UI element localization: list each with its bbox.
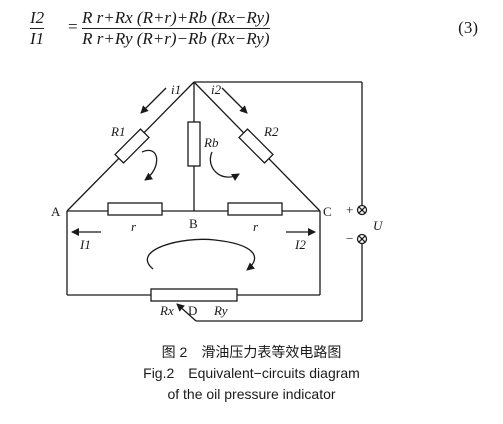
equation-number: (3) bbox=[458, 18, 478, 37]
source-u-label: U bbox=[373, 218, 384, 233]
arrow-i1 bbox=[140, 87, 167, 114]
rhs-denominator: R r+Ry (R+r)−Rb (Rx−Ry) bbox=[82, 29, 270, 48]
loop-arrow-left-icon bbox=[141, 149, 158, 181]
node-c-label: C bbox=[323, 204, 332, 219]
lhs-denominator: I1 bbox=[30, 29, 45, 48]
equation-3: I2 I1 = R r+Rx (R+r)+Rb (Rx−Ry) R r+Ry (… bbox=[30, 8, 490, 48]
caption-chinese: 图 2 滑油压力表等效电路图 bbox=[161, 344, 342, 360]
arrow-i2 bbox=[221, 87, 248, 114]
loop-arrow-right-icon bbox=[209, 151, 240, 181]
node-b-label: B bbox=[189, 216, 198, 231]
fraction-bar bbox=[30, 28, 45, 29]
source-minus-label: − bbox=[346, 231, 353, 246]
figure-caption: 图 2 滑油压力表等效电路图 Fig.2 Equivalent−circuits… bbox=[0, 342, 503, 405]
terminal-plus-icon bbox=[356, 204, 368, 216]
current-big-i2-label: I2 bbox=[294, 237, 306, 252]
equals-sign: = bbox=[68, 17, 78, 36]
resistor-r2 bbox=[238, 128, 274, 164]
rhs-fraction: R r+Rx (R+r)+Rb (Rx−Ry) R r+Ry (R+r)−Rb … bbox=[82, 8, 270, 49]
loop-arrow-bottom-icon bbox=[146, 238, 256, 271]
source-plus-label: + bbox=[346, 202, 353, 217]
node-a-label: A bbox=[51, 204, 61, 219]
resistor-rx-ry bbox=[150, 288, 238, 302]
resistor-rx-label: Rx bbox=[159, 303, 174, 318]
current-big-i1-label: I1 bbox=[79, 237, 91, 252]
resistor-r-right bbox=[227, 202, 283, 216]
resistor-rb bbox=[187, 121, 201, 167]
wiper-arrow bbox=[176, 303, 197, 322]
caption-english-line1: Fig.2 Equivalent−circuits diagram bbox=[143, 365, 360, 381]
lhs-fraction: I2 I1 bbox=[30, 8, 45, 49]
resistor-r-right-label: r bbox=[253, 219, 259, 234]
resistor-r-left-label: r bbox=[131, 219, 137, 234]
resistor-r1 bbox=[114, 128, 150, 164]
resistor-ry-label: Ry bbox=[213, 303, 228, 318]
resistor-rb-label: Rb bbox=[203, 135, 219, 150]
lhs-numerator: I2 bbox=[30, 8, 45, 27]
fraction-bar bbox=[82, 28, 270, 29]
caption-english-line2: of the oil pressure indicator bbox=[167, 386, 336, 402]
resistor-r2-label: R2 bbox=[263, 124, 279, 139]
resistor-r1-label: R1 bbox=[110, 124, 125, 139]
resistor-r-left bbox=[107, 202, 163, 216]
rhs-numerator: R r+Rx (R+r)+Rb (Rx−Ry) bbox=[82, 8, 270, 27]
node-d-label: D bbox=[188, 303, 197, 318]
terminal-minus-icon bbox=[356, 233, 368, 245]
current-i2-label: i2 bbox=[211, 82, 222, 97]
current-i1-label: i1 bbox=[171, 82, 181, 97]
circuit-diagram: A B C D R1 R2 Rb r r Rx Ry i1 i2 I1 I2 +… bbox=[51, 81, 384, 322]
